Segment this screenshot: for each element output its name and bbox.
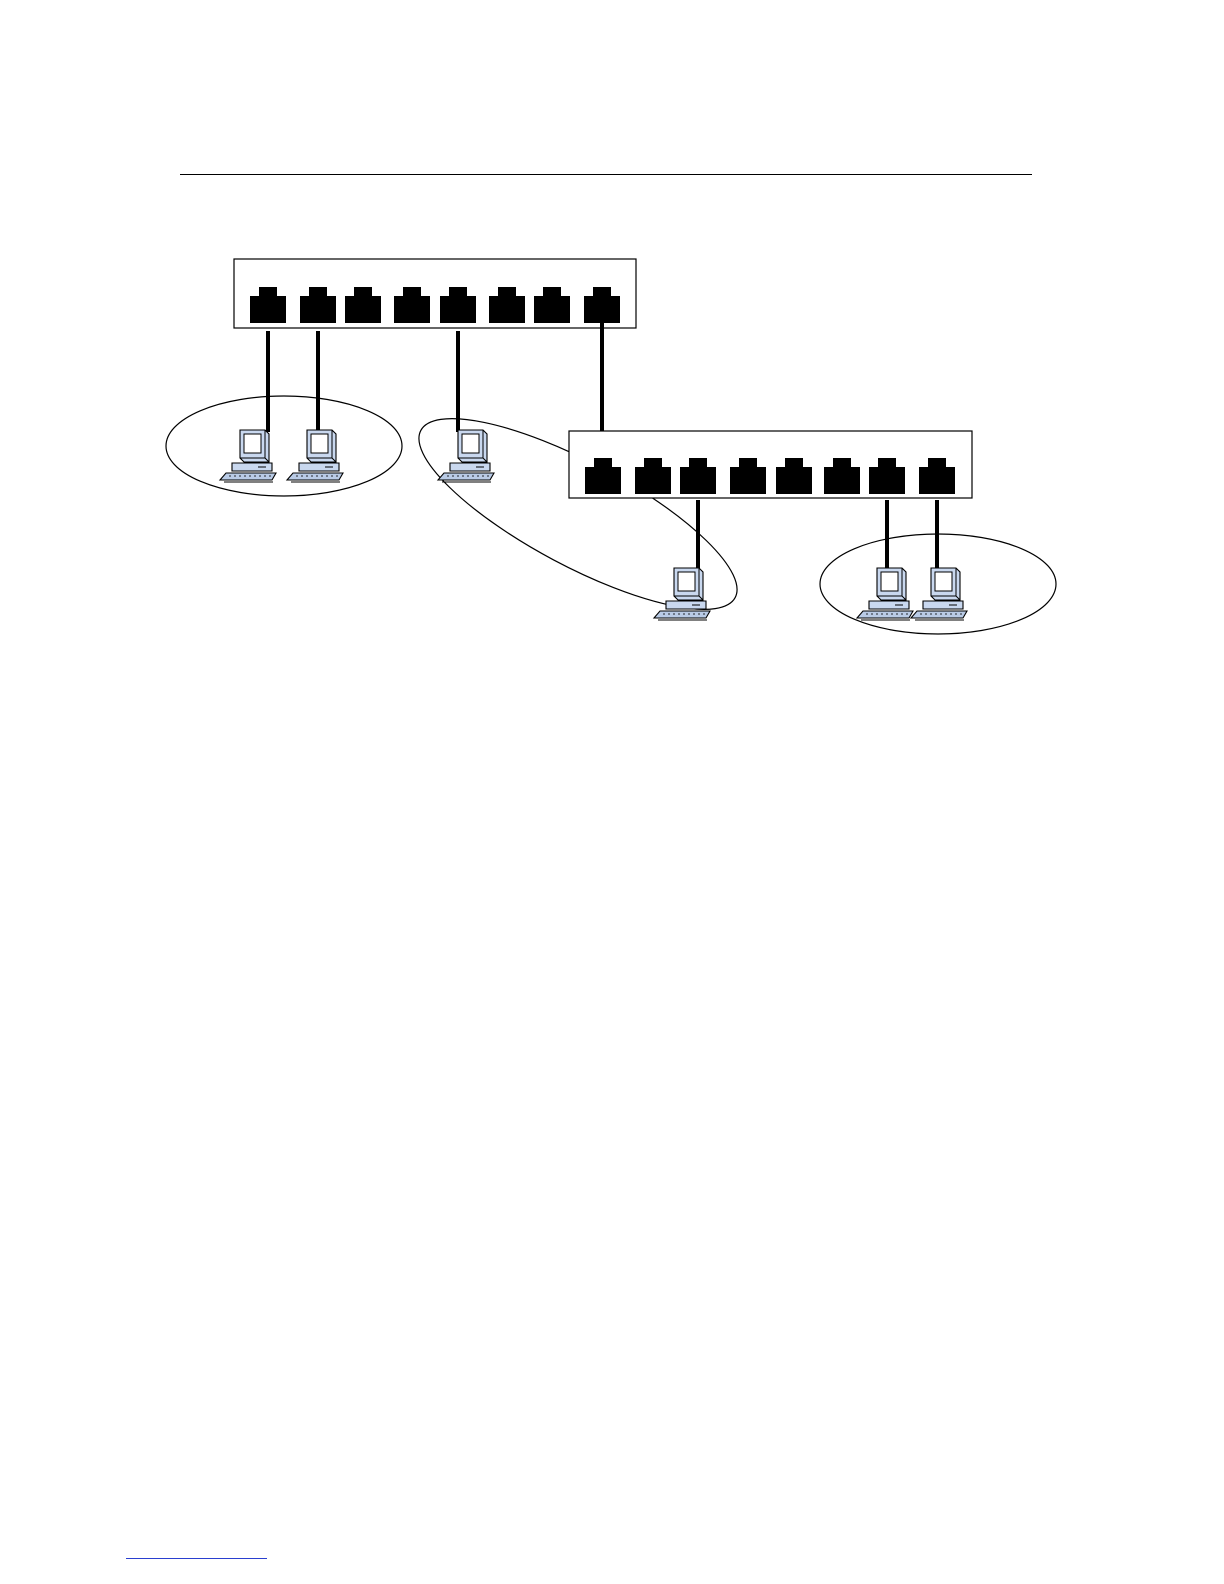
switch-2-chassis — [569, 431, 972, 498]
pc-4-computer-icon-keyboard-icon — [654, 611, 710, 618]
pc-3-computer-icon — [438, 430, 494, 482]
pc-6-computer-icon — [911, 568, 967, 620]
pc-2-computer-icon — [287, 430, 343, 482]
pc-1-computer-icon — [220, 430, 276, 482]
footnote-rule — [126, 1558, 267, 1559]
pc-6-computer-icon-screen — [935, 572, 952, 591]
switch-1 — [234, 259, 636, 328]
pc-2-computer-icon-screen — [311, 434, 328, 453]
switch-2 — [569, 431, 972, 498]
pc-5-computer-icon — [857, 568, 913, 620]
pc-4-computer-icon — [654, 568, 710, 620]
pc-1-computer-icon-keyboard-icon — [220, 473, 276, 480]
pc-1-computer-icon-screen — [244, 434, 261, 453]
pc-5-computer-icon-screen — [881, 572, 898, 591]
group-1-ellipse — [166, 396, 402, 496]
switch-1-chassis — [234, 259, 636, 328]
pc-3-computer-icon-keyboard-icon — [438, 473, 494, 480]
pc-2-computer-icon-keyboard-icon — [287, 473, 343, 480]
pc-6-computer-icon-keyboard-icon — [911, 611, 967, 618]
pc-4-computer-icon-screen — [678, 572, 695, 591]
pc-5-computer-icon-keyboard-icon — [857, 611, 913, 618]
pc-3-computer-icon-screen — [462, 434, 479, 453]
